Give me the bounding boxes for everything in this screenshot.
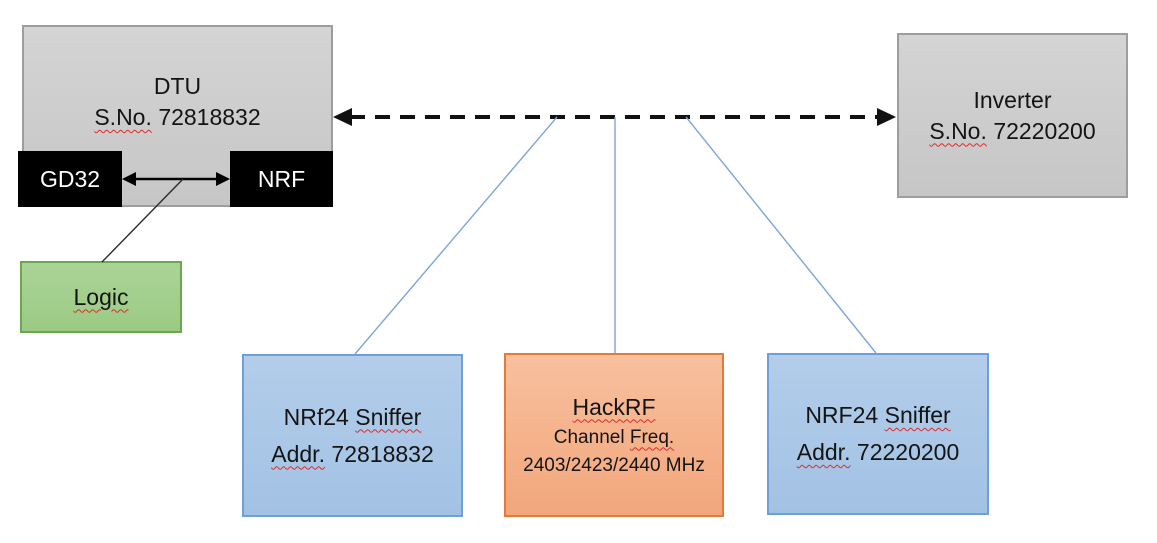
sniffer-right-addr: Addr.72220200 <box>797 434 960 471</box>
inverter-box: Inverter S.No.72220200 <box>897 33 1128 198</box>
hackrf-freq-word: Freq. <box>629 426 675 448</box>
logic-label: Logic <box>73 283 129 310</box>
sniffer-left-name-word: Sniffer <box>355 403 422 430</box>
nrf-chip-box: NRF <box>230 151 333 207</box>
sniffer-left-name-prefix: NRf24 <box>283 403 349 430</box>
inverter-serial-number: 72220200 <box>993 117 1096 144</box>
tap-line-sniffer-right <box>685 116 877 354</box>
sniffer-left-addr-number: 72818832 <box>331 440 434 467</box>
inverter-serial-label: S.No. <box>929 117 987 144</box>
inverter-serial: S.No.72220200 <box>929 116 1095 147</box>
sniffer-right-addr-number: 72220200 <box>856 439 960 465</box>
sniffer-left-addr-label: Addr. <box>271 440 325 467</box>
hackrf-channel-word: Channel <box>553 426 625 448</box>
hackrf-frequencies: 2403/2423/2440 MHz <box>523 454 705 476</box>
sniffer-right-addr-label: Addr. <box>796 439 851 465</box>
gd32-chip-box: GD32 <box>18 151 122 207</box>
dtu-serial-number: 72818832 <box>158 104 261 130</box>
dtu-serial-label: S.No. <box>94 104 152 130</box>
sniffer-right-name-prefix: NRF24 <box>805 402 879 428</box>
sniffer-left-addr: Addr.72818832 <box>271 436 434 473</box>
hackrf-title: HackRF <box>572 393 656 420</box>
inverter-title: Inverter <box>973 86 1052 113</box>
gd32-label: GD32 <box>39 165 101 192</box>
dtu-inverter-dashed-arrow <box>333 108 896 126</box>
dtu-title: DTU <box>153 73 202 99</box>
tap-line-sniffer-left <box>354 116 558 355</box>
nrf-label: NRF <box>257 165 306 192</box>
sniffer-right-name-word: Sniffer <box>884 402 951 428</box>
logic-analyzer-box: Logic <box>20 261 182 333</box>
dtu-serial: S.No.72818832 <box>94 102 260 133</box>
